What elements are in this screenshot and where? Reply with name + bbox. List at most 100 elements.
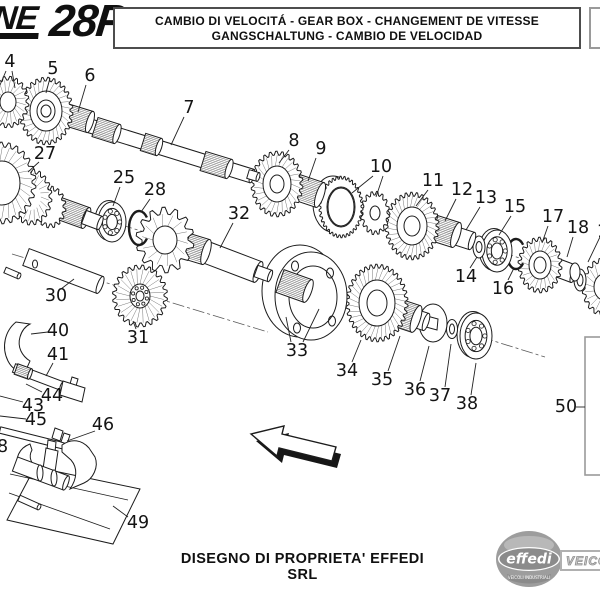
callout-40: 40 xyxy=(47,321,69,341)
leader-35 xyxy=(387,335,401,372)
callout-44: 44 xyxy=(41,386,63,406)
leader-25 xyxy=(112,186,121,207)
callout-16: 16 xyxy=(492,279,514,299)
callout-33: 33 xyxy=(286,341,308,361)
leader-7 xyxy=(170,116,185,146)
part-outline xyxy=(51,427,64,442)
callout-30: 30 xyxy=(45,286,67,306)
block-44 xyxy=(59,380,86,403)
gear-17 xyxy=(517,236,563,294)
gear-11 xyxy=(384,191,440,261)
callout-19: 19 xyxy=(597,222,600,242)
ring xyxy=(328,315,336,327)
callout-34: 34 xyxy=(336,361,358,381)
leader-37 xyxy=(444,343,452,388)
ring xyxy=(32,259,38,269)
leader-13 xyxy=(465,206,481,231)
callout-11: 11 xyxy=(422,171,444,191)
bearing-25 xyxy=(94,200,127,243)
leader-14 xyxy=(469,256,478,269)
ring xyxy=(449,323,455,335)
leader-12 xyxy=(444,198,457,222)
callout-25: 25 xyxy=(113,168,135,188)
leader-46 xyxy=(66,430,96,442)
leader-44 xyxy=(25,383,43,393)
leader-32 xyxy=(219,222,234,249)
leader-30 xyxy=(60,278,75,290)
title-line-2: GANGSCHALTUNG - CAMBIO DE VELOCIDAD xyxy=(211,28,483,43)
callout-10: 10 xyxy=(370,157,392,177)
synchro-10 xyxy=(318,175,364,239)
leader-6 xyxy=(77,84,87,113)
shaft-section xyxy=(253,264,274,283)
gear-10b xyxy=(360,190,390,236)
ring xyxy=(293,322,301,334)
callout-17: 17 xyxy=(542,207,564,227)
selector-plate-49 xyxy=(6,466,141,545)
splined-section xyxy=(13,363,33,380)
callout-48: 48 xyxy=(0,437,8,457)
fork-40 xyxy=(4,321,32,372)
gear-5 xyxy=(18,76,74,146)
callout-38: 38 xyxy=(456,394,478,414)
ring xyxy=(475,241,483,253)
ring xyxy=(569,262,581,282)
callout-12: 12 xyxy=(451,180,473,200)
leader-36 xyxy=(419,345,430,382)
shaft-section xyxy=(17,494,42,511)
leader-27 xyxy=(27,161,40,173)
ring xyxy=(36,464,44,482)
callout-41: 41 xyxy=(47,345,69,365)
title-box: CAMBIO DI VELOCITÁ - GEAR BOX - CHANGEME… xyxy=(113,7,581,49)
direction-arrow xyxy=(249,425,337,462)
ring xyxy=(50,469,58,487)
callout-50: 50 xyxy=(555,397,577,417)
bearing-38 xyxy=(456,311,493,360)
brand-box: VEICO xyxy=(560,550,600,571)
leader-10 xyxy=(351,175,374,194)
gear-31 xyxy=(112,264,168,328)
splined-section xyxy=(275,269,314,303)
leader-33 xyxy=(285,316,292,343)
leader-40 xyxy=(30,331,49,335)
leader-45 xyxy=(0,415,27,420)
leader-8 xyxy=(278,149,290,164)
splined-section xyxy=(139,132,164,157)
gear-34 xyxy=(345,263,409,343)
leader-34 xyxy=(351,339,362,363)
callout-46: 46 xyxy=(92,415,114,435)
leader-38 xyxy=(470,362,477,396)
callout-8: 8 xyxy=(288,131,299,151)
cluster-27a xyxy=(0,141,37,225)
leader-5 xyxy=(45,77,51,94)
leader-43 xyxy=(0,395,24,403)
callout-18: 18 xyxy=(567,218,589,238)
logo-banner-text: VEICOLI INDUSTRIALI xyxy=(508,575,550,580)
leader-11 xyxy=(415,189,429,207)
callout-13: 13 xyxy=(475,188,497,208)
leader-9 xyxy=(307,157,317,182)
callout-28: 28 xyxy=(144,180,166,200)
callout-7: 7 xyxy=(183,98,194,118)
splined-section xyxy=(91,116,122,145)
gear-4 xyxy=(0,75,30,129)
leader-49 xyxy=(112,505,129,518)
callout-15: 15 xyxy=(504,197,526,217)
ring xyxy=(291,260,299,272)
brand-box-text: VEICO xyxy=(566,553,600,568)
leader-19 xyxy=(587,236,600,263)
callout-14: 14 xyxy=(455,267,477,287)
detail-line xyxy=(9,473,129,501)
property-note: DISEGNO DI PROPRIETA' EFFEDI SRL xyxy=(180,551,425,583)
callout-43: 43 xyxy=(22,396,44,416)
callout-36: 36 xyxy=(404,380,426,400)
ref-box-50 xyxy=(584,336,600,476)
leader-33 xyxy=(302,308,320,343)
ring xyxy=(326,267,334,279)
callout-49: 49 xyxy=(127,513,149,533)
leader-4 xyxy=(0,70,7,86)
gear-8 xyxy=(250,150,304,218)
effedi-logo: effedi VEICOLI INDUSTRIALI xyxy=(496,531,562,587)
